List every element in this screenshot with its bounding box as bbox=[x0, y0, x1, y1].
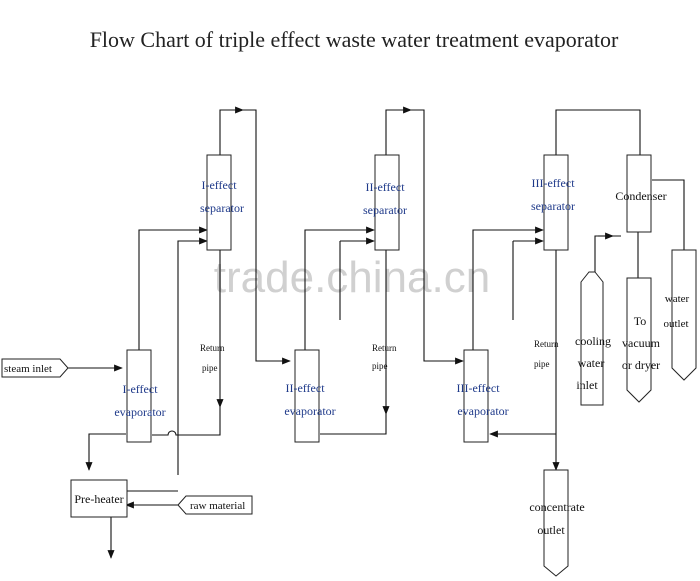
steam-inlet-tag: steam inlet bbox=[1, 358, 69, 378]
raw-material-label: raw material bbox=[190, 500, 245, 512]
return-pipe-3-label-a: Return bbox=[534, 339, 559, 349]
steam-inlet-label: steam inlet bbox=[4, 363, 52, 375]
evaporator-2-label-b: evaporator bbox=[284, 404, 335, 418]
return-pipe-2b bbox=[320, 414, 387, 435]
concentrate-label-b: outlet bbox=[537, 523, 565, 537]
cooling-label-a: cooling bbox=[575, 334, 611, 348]
water-outlet: water outlet bbox=[663, 249, 697, 381]
preheater: Pre-heater bbox=[70, 479, 128, 518]
separator-3-label-a: III-effect bbox=[531, 176, 575, 190]
return-pipe-1c bbox=[152, 430, 180, 436]
cooling-label-c: inlet bbox=[576, 378, 598, 392]
return-pipe-1b bbox=[180, 407, 221, 436]
return-pipe-labels: Return pipe Return pipe Return pipe bbox=[200, 339, 559, 373]
return-pipe-1-label-a: Return bbox=[200, 343, 225, 353]
concentrate-label-a: concentrate bbox=[529, 500, 584, 514]
pipe-e1-to-preheater bbox=[85, 433, 126, 471]
evaporator-3-label-b: evaporator bbox=[457, 404, 508, 418]
return-pipe-2-label-a: Return bbox=[372, 343, 397, 353]
pipe-e2-to-s2 bbox=[304, 226, 375, 350]
chart-title: Flow Chart of triple effect waste water … bbox=[90, 27, 619, 52]
separator-3-label-b: separator bbox=[531, 199, 575, 213]
to-vacuum-or-dryer: To vacuum or dryer bbox=[622, 277, 661, 403]
separator-2-label-a: II-effect bbox=[365, 180, 405, 194]
vacuum-label-c: or dryer bbox=[622, 358, 660, 372]
evaporator-1-label-b: evaporator bbox=[114, 405, 165, 419]
concentrate-outlet: concentrate outlet bbox=[529, 469, 585, 577]
separator-2-label-b: separator bbox=[363, 203, 407, 217]
condenser-label: Condenser bbox=[615, 189, 666, 203]
return-pipe-1-label-b: pipe bbox=[202, 363, 218, 373]
separator-2: II-effect separator bbox=[363, 154, 407, 251]
pipe-e3-to-s3 bbox=[472, 226, 544, 350]
return-pipe-3-label-b: pipe bbox=[534, 359, 550, 369]
return-pipe-2-label-b: pipe bbox=[372, 361, 388, 371]
cooling-label-b: water bbox=[578, 356, 605, 370]
preheater-label: Pre-heater bbox=[74, 492, 123, 506]
pipe-s3-to-condenser bbox=[555, 109, 641, 155]
separator-3: III-effect separator bbox=[531, 154, 575, 251]
raw-material-tag: raw material bbox=[177, 495, 253, 515]
separator-1-label-b: separator bbox=[200, 201, 244, 215]
pipe-condenser-to-water bbox=[652, 179, 685, 250]
pipes bbox=[68, 106, 685, 559]
evaporator-2: II-effect evaporator bbox=[284, 349, 336, 443]
pipe-s2-to-e3 bbox=[385, 109, 464, 365]
vacuum-label-a: To bbox=[634, 314, 647, 328]
evaporator-3-label-a: III-effect bbox=[456, 381, 500, 395]
separator-1: I-effect separator bbox=[200, 154, 244, 251]
separator-1-label-a: I-effect bbox=[201, 178, 237, 192]
pipe-e1-recirc bbox=[177, 237, 208, 475]
evaporator-2-label-a: II-effect bbox=[285, 381, 325, 395]
evaporator-3: III-effect evaporator bbox=[456, 349, 509, 443]
evaporator-1: I-effect evaporator bbox=[114, 349, 166, 443]
water-outlet-label-b: outlet bbox=[663, 318, 688, 330]
water-outlet-label-a: water bbox=[665, 293, 690, 305]
condenser: Condenser bbox=[615, 154, 667, 233]
cooling-water-inlet: cooling water inlet bbox=[575, 271, 611, 406]
watermark: trade.china.cn bbox=[214, 253, 490, 302]
pipe-cooling-to-condenser bbox=[594, 235, 621, 278]
vacuum-label-b: vacuum bbox=[622, 336, 661, 350]
evaporator-1-label-a: I-effect bbox=[122, 382, 158, 396]
pipe-s1-to-e2 bbox=[219, 109, 291, 365]
pipe-e1-to-s1 bbox=[138, 226, 208, 350]
